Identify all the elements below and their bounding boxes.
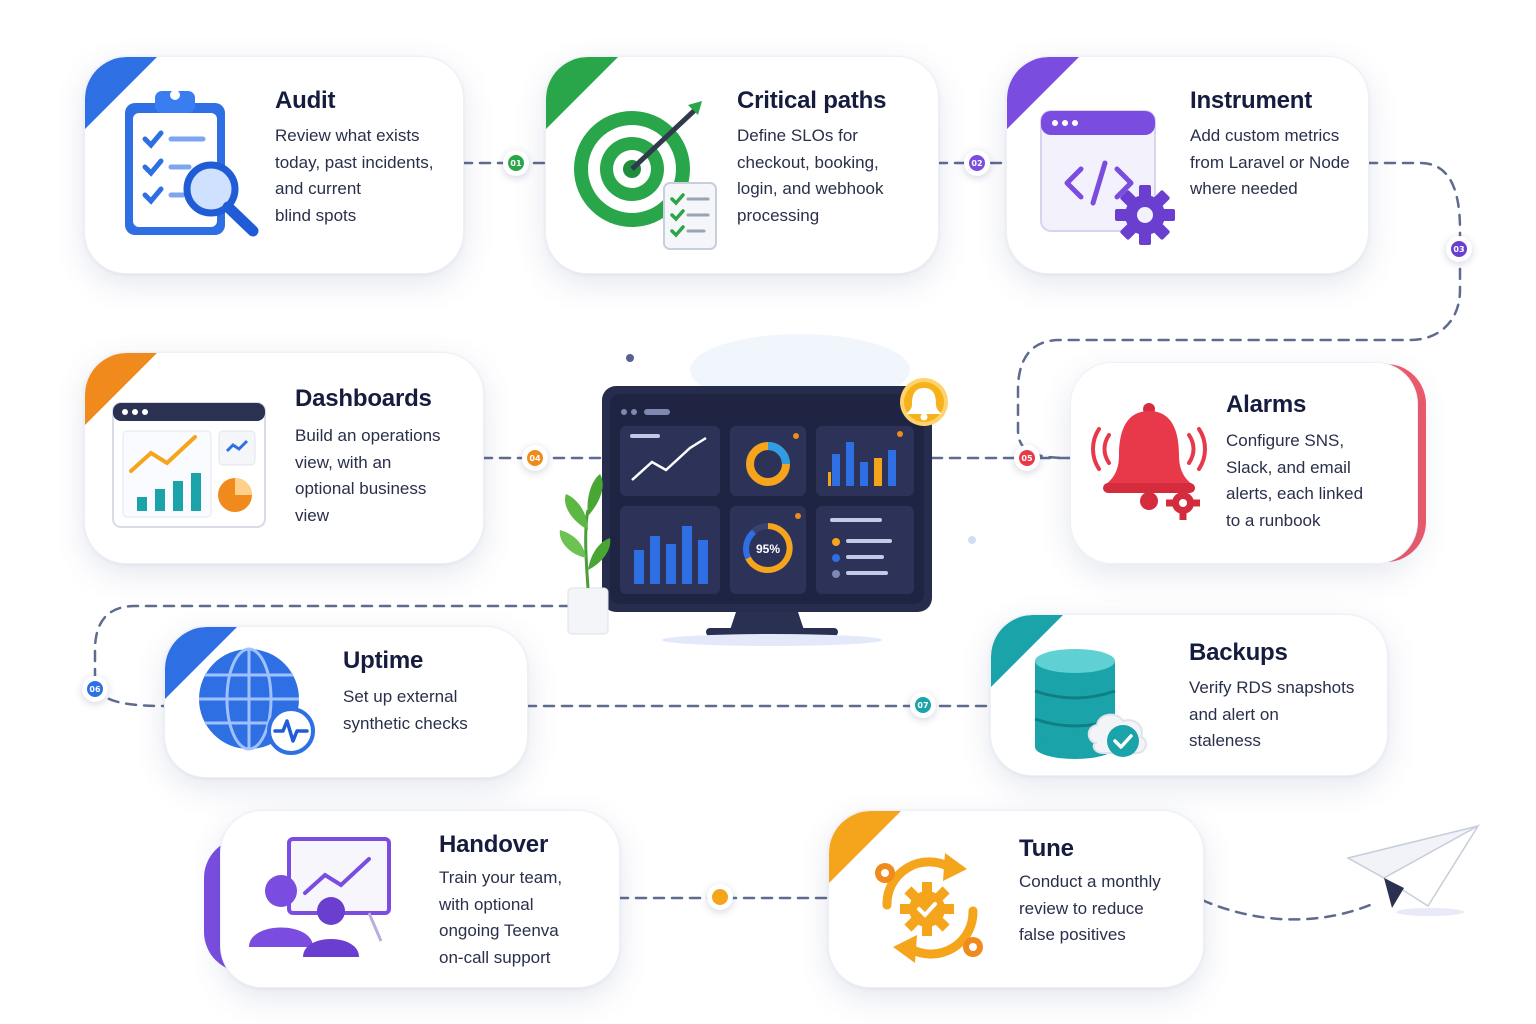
- step-title: Dashboards: [295, 385, 432, 412]
- desc-line: ongoing Teenva: [439, 921, 559, 940]
- step-card-instrument: Instrument Add custom metrics from Larav…: [1006, 56, 1369, 274]
- desc-line: Train your team,: [439, 868, 563, 887]
- step-description: Conduct a monthly review to reduce false…: [1019, 869, 1161, 949]
- step-description: Define SLOs for checkout, booking, login…: [737, 123, 884, 229]
- desc-line: Verify RDS snapshots: [1189, 678, 1355, 697]
- desc-line: staleness: [1189, 731, 1261, 750]
- monitoring-dashboard-illustration: 95%: [559, 334, 976, 646]
- code-window-gear-icon: [1040, 110, 1175, 245]
- step-description: Add custom metrics from Laravel or Node …: [1190, 123, 1350, 203]
- desc-line: Review what exists: [275, 126, 420, 145]
- desc-line: Configure SNS,: [1226, 431, 1345, 450]
- desc-line: Conduct a monthly: [1019, 872, 1161, 891]
- step-description: Configure SNS, Slack, and email alerts, …: [1226, 428, 1363, 534]
- desc-line: Build an operations: [295, 426, 441, 445]
- dashboard-gauge-label: 95%: [756, 542, 780, 556]
- desc-line: on-call support: [439, 947, 551, 967]
- step-title: Audit: [275, 87, 336, 114]
- connector-6-loop: [93, 604, 572, 708]
- chart-window-icon: [112, 402, 266, 528]
- step-badge-1: 01: [503, 150, 529, 176]
- step-card-uptime: Uptime Set up external synthetic checks: [164, 626, 528, 778]
- step-badge-8: [707, 884, 733, 910]
- step-title: Backups: [1189, 639, 1288, 666]
- step-badge-2: 02: [964, 150, 990, 176]
- globe-pulse-icon: [199, 647, 315, 755]
- desc-line: review to reduce: [1019, 898, 1144, 918]
- step-description: Set up external synthetic checks: [343, 684, 468, 737]
- desc-line: with optional: [439, 894, 534, 914]
- step-badge-7: 07: [910, 692, 936, 718]
- desc-line: login, and webhook: [737, 179, 884, 198]
- step-description: Build an operations view, with an option…: [295, 423, 441, 529]
- step-card-alarms: Alarms Configure SNS, Slack, and email a…: [1070, 362, 1418, 564]
- desc-line: and alert on: [1189, 704, 1279, 724]
- step-card-tune: Tune Conduct a monthly review to reduce …: [828, 810, 1204, 988]
- step-title: Alarms: [1226, 391, 1307, 418]
- desc-line: where needed: [1190, 179, 1298, 198]
- step-badge-5: 05: [1014, 445, 1040, 471]
- step-description: Review what exists today, past incidents…: [275, 123, 433, 229]
- desc-line: processing: [737, 205, 820, 225]
- step-badge-4: 04: [522, 445, 548, 471]
- step-badge-6: 06: [82, 676, 108, 702]
- gears-refresh-icon: [875, 853, 983, 963]
- step-card-audit: Audit Review what exists today, past inc…: [84, 56, 464, 274]
- step-title: Instrument: [1190, 87, 1313, 114]
- desc-line: to a runbook: [1226, 510, 1321, 530]
- paper-plane-icon: [1345, 823, 1481, 916]
- desc-line: checkout, booking,: [737, 152, 879, 172]
- target-checklist-icon: [574, 101, 717, 250]
- desc-line: optional business: [295, 479, 427, 498]
- desc-line: from Laravel or Node: [1190, 152, 1350, 172]
- step-title: Tune: [1019, 835, 1074, 862]
- desc-line: false positives: [1019, 925, 1126, 944]
- desc-line: Add custom metrics: [1190, 126, 1340, 145]
- connector-9-finish: [1200, 898, 1372, 921]
- step-card-critical-paths: Critical paths Define SLOs for checkout,…: [545, 56, 939, 274]
- desc-line: Slack, and email: [1226, 457, 1351, 477]
- desc-line: view: [295, 505, 330, 525]
- connector-3-5: [1016, 161, 1462, 460]
- desc-line: view, with an: [295, 452, 392, 472]
- team-presentation-icon: [249, 837, 391, 957]
- alarm-bell-icon: [1091, 403, 1207, 520]
- step-description: Train your team, with optional ongoing T…: [439, 865, 562, 971]
- step-description: Verify RDS snapshots and alert on stalen…: [1189, 675, 1354, 755]
- step-title: Uptime: [343, 647, 424, 674]
- step-badge-3: 03: [1446, 236, 1472, 262]
- clipboard-magnifier-icon: [125, 90, 259, 237]
- desc-line: alerts, each linked: [1226, 484, 1364, 503]
- desc-line: synthetic checks: [343, 713, 468, 733]
- desc-line: and current: [275, 179, 361, 198]
- desc-line: Set up external: [343, 687, 458, 706]
- step-card-dashboards: Dashboards Build an operations view, wit…: [84, 352, 484, 564]
- desc-line: today, past incidents,: [275, 152, 434, 172]
- step-card-handover: Handover Train your team, with optional …: [220, 810, 620, 988]
- step-card-backups: Backups Verify RDS snapshots and alert o…: [990, 614, 1388, 776]
- step-title: Critical paths: [737, 87, 887, 114]
- step-title: Handover: [439, 831, 549, 858]
- desc-line: Define SLOs for: [737, 126, 858, 145]
- desc-line: blind spots: [275, 205, 357, 225]
- database-cloud-check-icon: [1034, 649, 1147, 759]
